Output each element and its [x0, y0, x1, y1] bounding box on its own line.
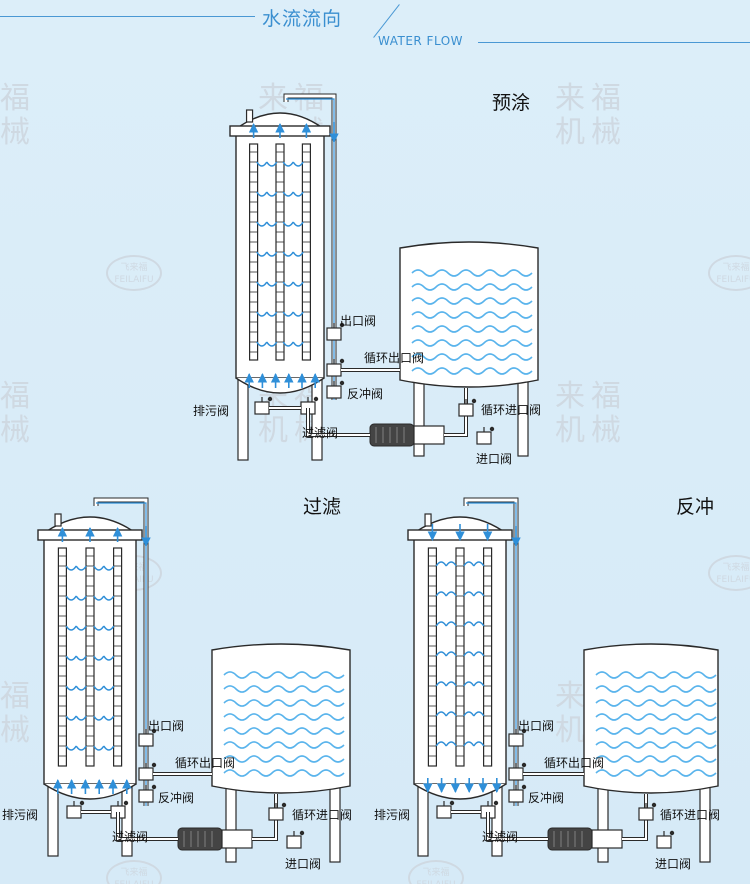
recirc-outlet-valve — [327, 364, 341, 376]
pump-head — [222, 830, 252, 848]
filter-valve-handle — [314, 397, 318, 401]
recirc-inlet-valve — [639, 808, 653, 820]
inlet-valve — [477, 432, 491, 444]
drain-valve-handle — [268, 397, 272, 401]
label-drain-valve: 排污阀 — [374, 806, 410, 823]
recirc-outlet-valve-handle — [340, 359, 344, 363]
recirc-outlet-valve — [509, 768, 523, 780]
label-drain-valve: 排污阀 — [2, 806, 38, 823]
recirc-inlet-valve-handle — [652, 803, 656, 807]
inlet-valve — [287, 836, 301, 848]
filter-candle — [484, 548, 492, 766]
pump-head — [414, 426, 444, 444]
drain-valve — [437, 806, 451, 818]
outlet-valve — [509, 734, 523, 746]
inlet-valve — [657, 836, 671, 848]
pump-motor — [178, 828, 222, 850]
backwash-valve-handle — [152, 785, 156, 789]
backwash-valve — [327, 386, 341, 398]
label-backwash-valve: 反冲阀 — [528, 789, 564, 806]
filter-candle — [86, 548, 94, 766]
outlet-valve — [139, 734, 153, 746]
tank-leg — [598, 782, 608, 862]
filter-valve-handle — [494, 801, 498, 805]
label-backwash-valve: 反冲阀 — [347, 385, 383, 402]
tank-leg — [226, 782, 236, 862]
filter-valve-handle — [124, 801, 128, 805]
recirc-inlet-valve-handle — [472, 399, 476, 403]
vessel-vent — [55, 514, 61, 526]
label-recirc-outlet-valve: 循环出口阀 — [364, 349, 424, 366]
label-recirc-outlet-valve: 循环出口阀 — [175, 754, 235, 771]
outlet-valve — [327, 328, 341, 340]
recirc-inlet-valve — [459, 404, 473, 416]
filter-candle — [58, 548, 66, 766]
label-filter-valve: 过滤阀 — [112, 828, 148, 845]
inlet-valve-handle — [490, 427, 494, 431]
drain-valve-handle — [450, 801, 454, 805]
label-recirc-inlet-valve: 循环进口阀 — [660, 806, 720, 823]
label-inlet-valve: 进口阀 — [655, 855, 691, 872]
label-backwash-valve: 反冲阀 — [158, 789, 194, 806]
vessel-vent — [247, 110, 253, 122]
label-inlet-valve: 进口阀 — [285, 855, 321, 872]
label-drain-valve: 排污阀 — [193, 402, 229, 419]
backwash-valve — [509, 790, 523, 802]
recirc-outlet-valve-handle — [152, 763, 156, 767]
inlet-valve-handle — [670, 831, 674, 835]
filter-candle — [428, 548, 436, 766]
label-outlet-valve: 出口阀 — [340, 312, 376, 329]
panel-title-precoat: 预涂 — [492, 88, 530, 115]
backwash-valve-handle — [340, 381, 344, 385]
label-filter-valve: 过滤阀 — [482, 828, 518, 845]
label-outlet-valve: 出口阀 — [518, 717, 554, 734]
backwash-valve-handle — [522, 785, 526, 789]
recirc-outlet-valve — [139, 768, 153, 780]
recirc-inlet-valve-handle — [282, 803, 286, 807]
recirc-inlet-valve — [269, 808, 283, 820]
label-recirc-inlet-valve: 循环进口阀 — [292, 806, 352, 823]
pump-head — [592, 830, 622, 848]
drain-valve — [255, 402, 269, 414]
label-recirc-inlet-valve: 循环进口阀 — [481, 401, 541, 418]
drain-valve — [67, 806, 81, 818]
label-outlet-valve: 出口阀 — [148, 717, 184, 734]
drain-valve-handle — [80, 801, 84, 805]
vessel-vent — [425, 514, 431, 526]
label-inlet-valve: 进口阀 — [476, 450, 512, 467]
filter-candle — [114, 548, 122, 766]
recirc-outlet-valve-handle — [522, 763, 526, 767]
filter-candle — [456, 548, 464, 766]
label-recirc-outlet-valve: 循环出口阀 — [544, 754, 604, 771]
panel-title-filtration: 过滤 — [303, 492, 341, 519]
panel-title-backwash: 反冲 — [676, 492, 714, 519]
backwash-valve — [139, 790, 153, 802]
label-filter-valve: 过滤阀 — [302, 424, 338, 441]
inlet-valve-handle — [300, 831, 304, 835]
